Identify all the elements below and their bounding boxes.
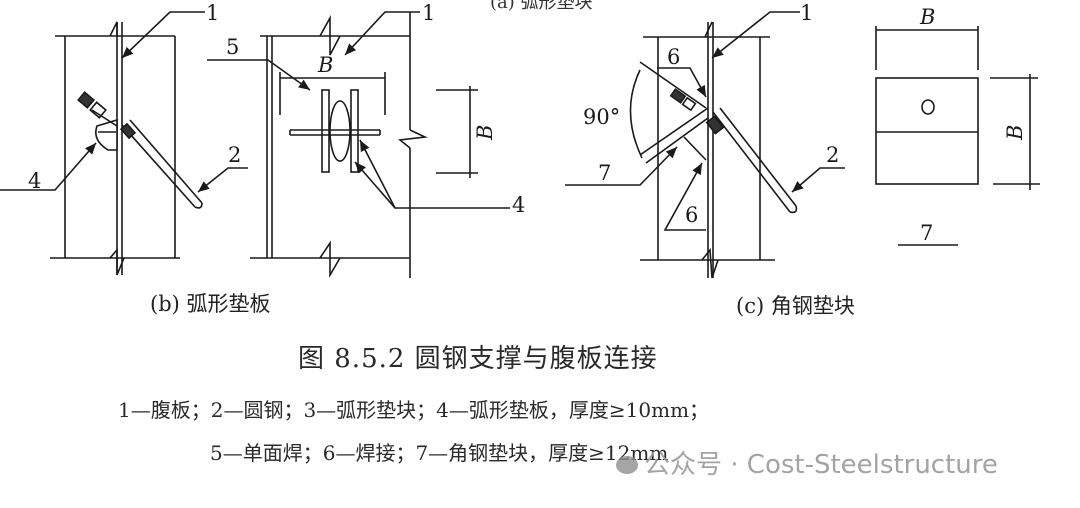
panel-b-elevation-view	[207, 11, 510, 278]
callout-1c: 1	[800, 1, 813, 25]
angle-90: 90°	[583, 105, 620, 129]
panel-c-pad-plan	[875, 26, 1040, 246]
callout-5: 5	[226, 35, 239, 59]
panel-c-section-view	[565, 11, 845, 279]
cut-off-caption-a: (a) 弧形垫块	[490, 0, 593, 13]
callout-labels: 1 4 2 5 1 B B 4 1 6 90° 7 6 2 B B 7	[28, 1, 1027, 245]
figure-title: 图 8.5.2 圆钢支撑与腹板连接	[298, 344, 658, 374]
dim-B-pad-width: B	[919, 5, 935, 29]
callout-2: 2	[228, 143, 241, 167]
panel-b-section-view	[0, 11, 248, 276]
caption-panel-c: (c) 角钢垫块	[736, 294, 855, 318]
callout-6b: 6	[685, 203, 698, 227]
callout-6a: 6	[667, 45, 680, 69]
callout-4: 4	[28, 169, 41, 193]
wechat-icon	[616, 456, 638, 474]
dim-B-horizontal: B	[317, 53, 333, 77]
callout-7: 7	[598, 161, 611, 185]
callout-1b: 1	[422, 1, 435, 25]
watermark-text: 公众号 · Cost-Steelstructure	[644, 450, 998, 480]
legend-line-1: 1—腹板；2—圆钢；3—弧形垫块；4—弧形垫板，厚度≥10mm；	[118, 398, 710, 422]
callout-7-pad: 7	[920, 221, 933, 245]
dim-B-vertical: B	[473, 125, 497, 141]
callout-2c: 2	[826, 143, 839, 167]
caption-panel-b: (b) 弧形垫板	[150, 292, 271, 316]
legend-line-2: 5—单面焊；6—焊接；7—角钢垫块，厚度≥12mm	[210, 441, 669, 465]
dim-B-pad-height: B	[1003, 125, 1027, 141]
callout-4b: 4	[512, 193, 525, 217]
callout-1: 1	[206, 1, 219, 25]
